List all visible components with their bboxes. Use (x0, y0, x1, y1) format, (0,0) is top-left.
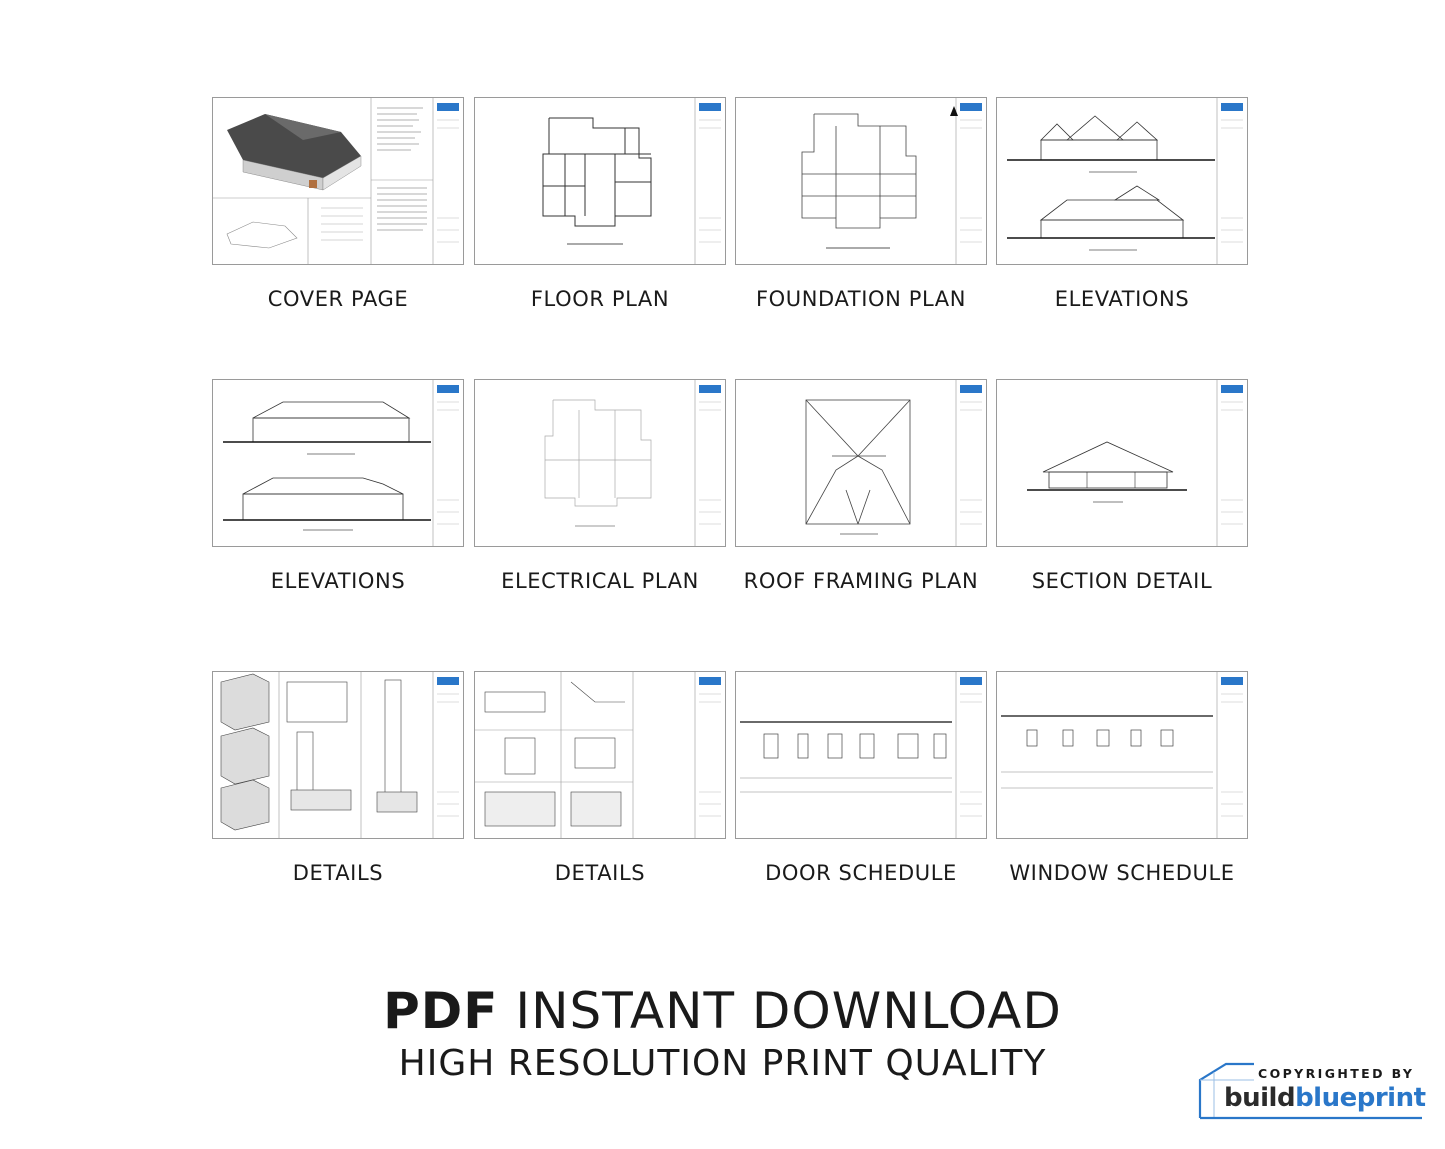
sheet-card-floor-plan[interactable]: FLOOR PLAN (474, 97, 726, 311)
sheet-caption: DETAILS (292, 861, 384, 885)
sheet-caption: FLOOR PLAN (530, 287, 670, 311)
sheet-grid: COVER PAGE (212, 97, 1248, 885)
sheet-card-section-detail[interactable]: SECTION DETAIL (996, 379, 1248, 593)
cover-drawing-icon (213, 98, 459, 264)
sheet-caption: ELECTRICAL PLAN (501, 569, 699, 593)
floor-plan-drawing-icon (542, 98, 721, 264)
section-drawing-icon (1027, 380, 1243, 546)
sheet-caption: ROOF FRAMING PLAN (743, 569, 979, 593)
roof-framing-drawing-icon (805, 380, 982, 546)
foundation-plan-drawing-icon (801, 98, 982, 264)
sheet-caption: DOOR SCHEDULE (765, 861, 957, 885)
sheet-thumbnail-roof-framing-plan (735, 379, 987, 547)
sheet-thumbnail-details-1 (212, 671, 464, 839)
elevation-drawing-icon (223, 380, 459, 546)
sheet-card-details-2[interactable]: DETAILS (474, 671, 726, 885)
sheet-card-foundation-plan[interactable]: FOUNDATION PLAN (735, 97, 987, 311)
brand-wordmark: buildblueprint (1224, 1083, 1426, 1113)
sheet-thumbnail-electrical-plan (474, 379, 726, 547)
sheet-thumbnail-elevations-1 (996, 97, 1248, 265)
sheet-caption: SECTION DETAIL (1031, 569, 1213, 593)
sheet-card-electrical-plan[interactable]: ELECTRICAL PLAN (474, 379, 726, 593)
sheet-card-door-schedule[interactable]: DOOR SCHEDULE (735, 671, 987, 885)
sheet-caption: ELEVATIONS (1054, 287, 1190, 311)
sheet-card-roof-framing-plan[interactable]: ROOF FRAMING PLAN (735, 379, 987, 593)
elevation-drawing-icon (1007, 98, 1243, 264)
sheet-thumbnail-floor-plan (474, 97, 726, 265)
sheet-card-cover[interactable]: COVER PAGE (212, 97, 464, 311)
details-drawing-icon (475, 672, 721, 838)
brand-word-blueprint: blueprint (1295, 1083, 1426, 1113)
subheadline: HIGH RESOLUTION PRINT QUALITY (398, 1043, 1047, 1084)
sheet-caption: FOUNDATION PLAN (755, 287, 967, 311)
sheet-thumbnail-section-detail (996, 379, 1248, 547)
sheet-caption: ELEVATIONS (270, 569, 406, 593)
sheet-caption: WINDOW SCHEDULE (1009, 861, 1235, 885)
sheet-card-details-1[interactable]: DETAILS (212, 671, 464, 885)
details-drawing-icon (220, 672, 459, 838)
sheet-thumbnail-foundation-plan (735, 97, 987, 265)
sheet-caption: COVER PAGE (267, 287, 409, 311)
door-schedule-drawing-icon (740, 672, 982, 838)
sheet-thumbnail-window-schedule (996, 671, 1248, 839)
sheet-thumbnail-cover (212, 97, 464, 265)
brand-logo: COPYRIGHTED BY buildblueprint (1196, 1058, 1426, 1122)
headline-bold: PDF (383, 982, 499, 1040)
sheet-thumbnail-door-schedule (735, 671, 987, 839)
sheet-thumbnail-elevations-2 (212, 379, 464, 547)
headline-rest: INSTANT DOWNLOAD (498, 982, 1062, 1040)
sheet-card-elevations-2[interactable]: ELEVATIONS (212, 379, 464, 593)
blueprint-house-icon (1198, 1062, 1422, 1120)
brand-word-build: build (1224, 1083, 1296, 1113)
sheet-card-window-schedule[interactable]: WINDOW SCHEDULE (996, 671, 1248, 885)
sheet-thumbnail-details-2 (474, 671, 726, 839)
window-schedule-drawing-icon (1001, 672, 1243, 838)
sheet-caption: DETAILS (554, 861, 646, 885)
sheet-card-elevations-1[interactable]: ELEVATIONS (996, 97, 1248, 311)
headline: PDF INSTANT DOWNLOAD (0, 982, 1445, 1040)
copyright-label: COPYRIGHTED BY (1258, 1066, 1415, 1081)
electrical-plan-drawing-icon (544, 380, 721, 546)
